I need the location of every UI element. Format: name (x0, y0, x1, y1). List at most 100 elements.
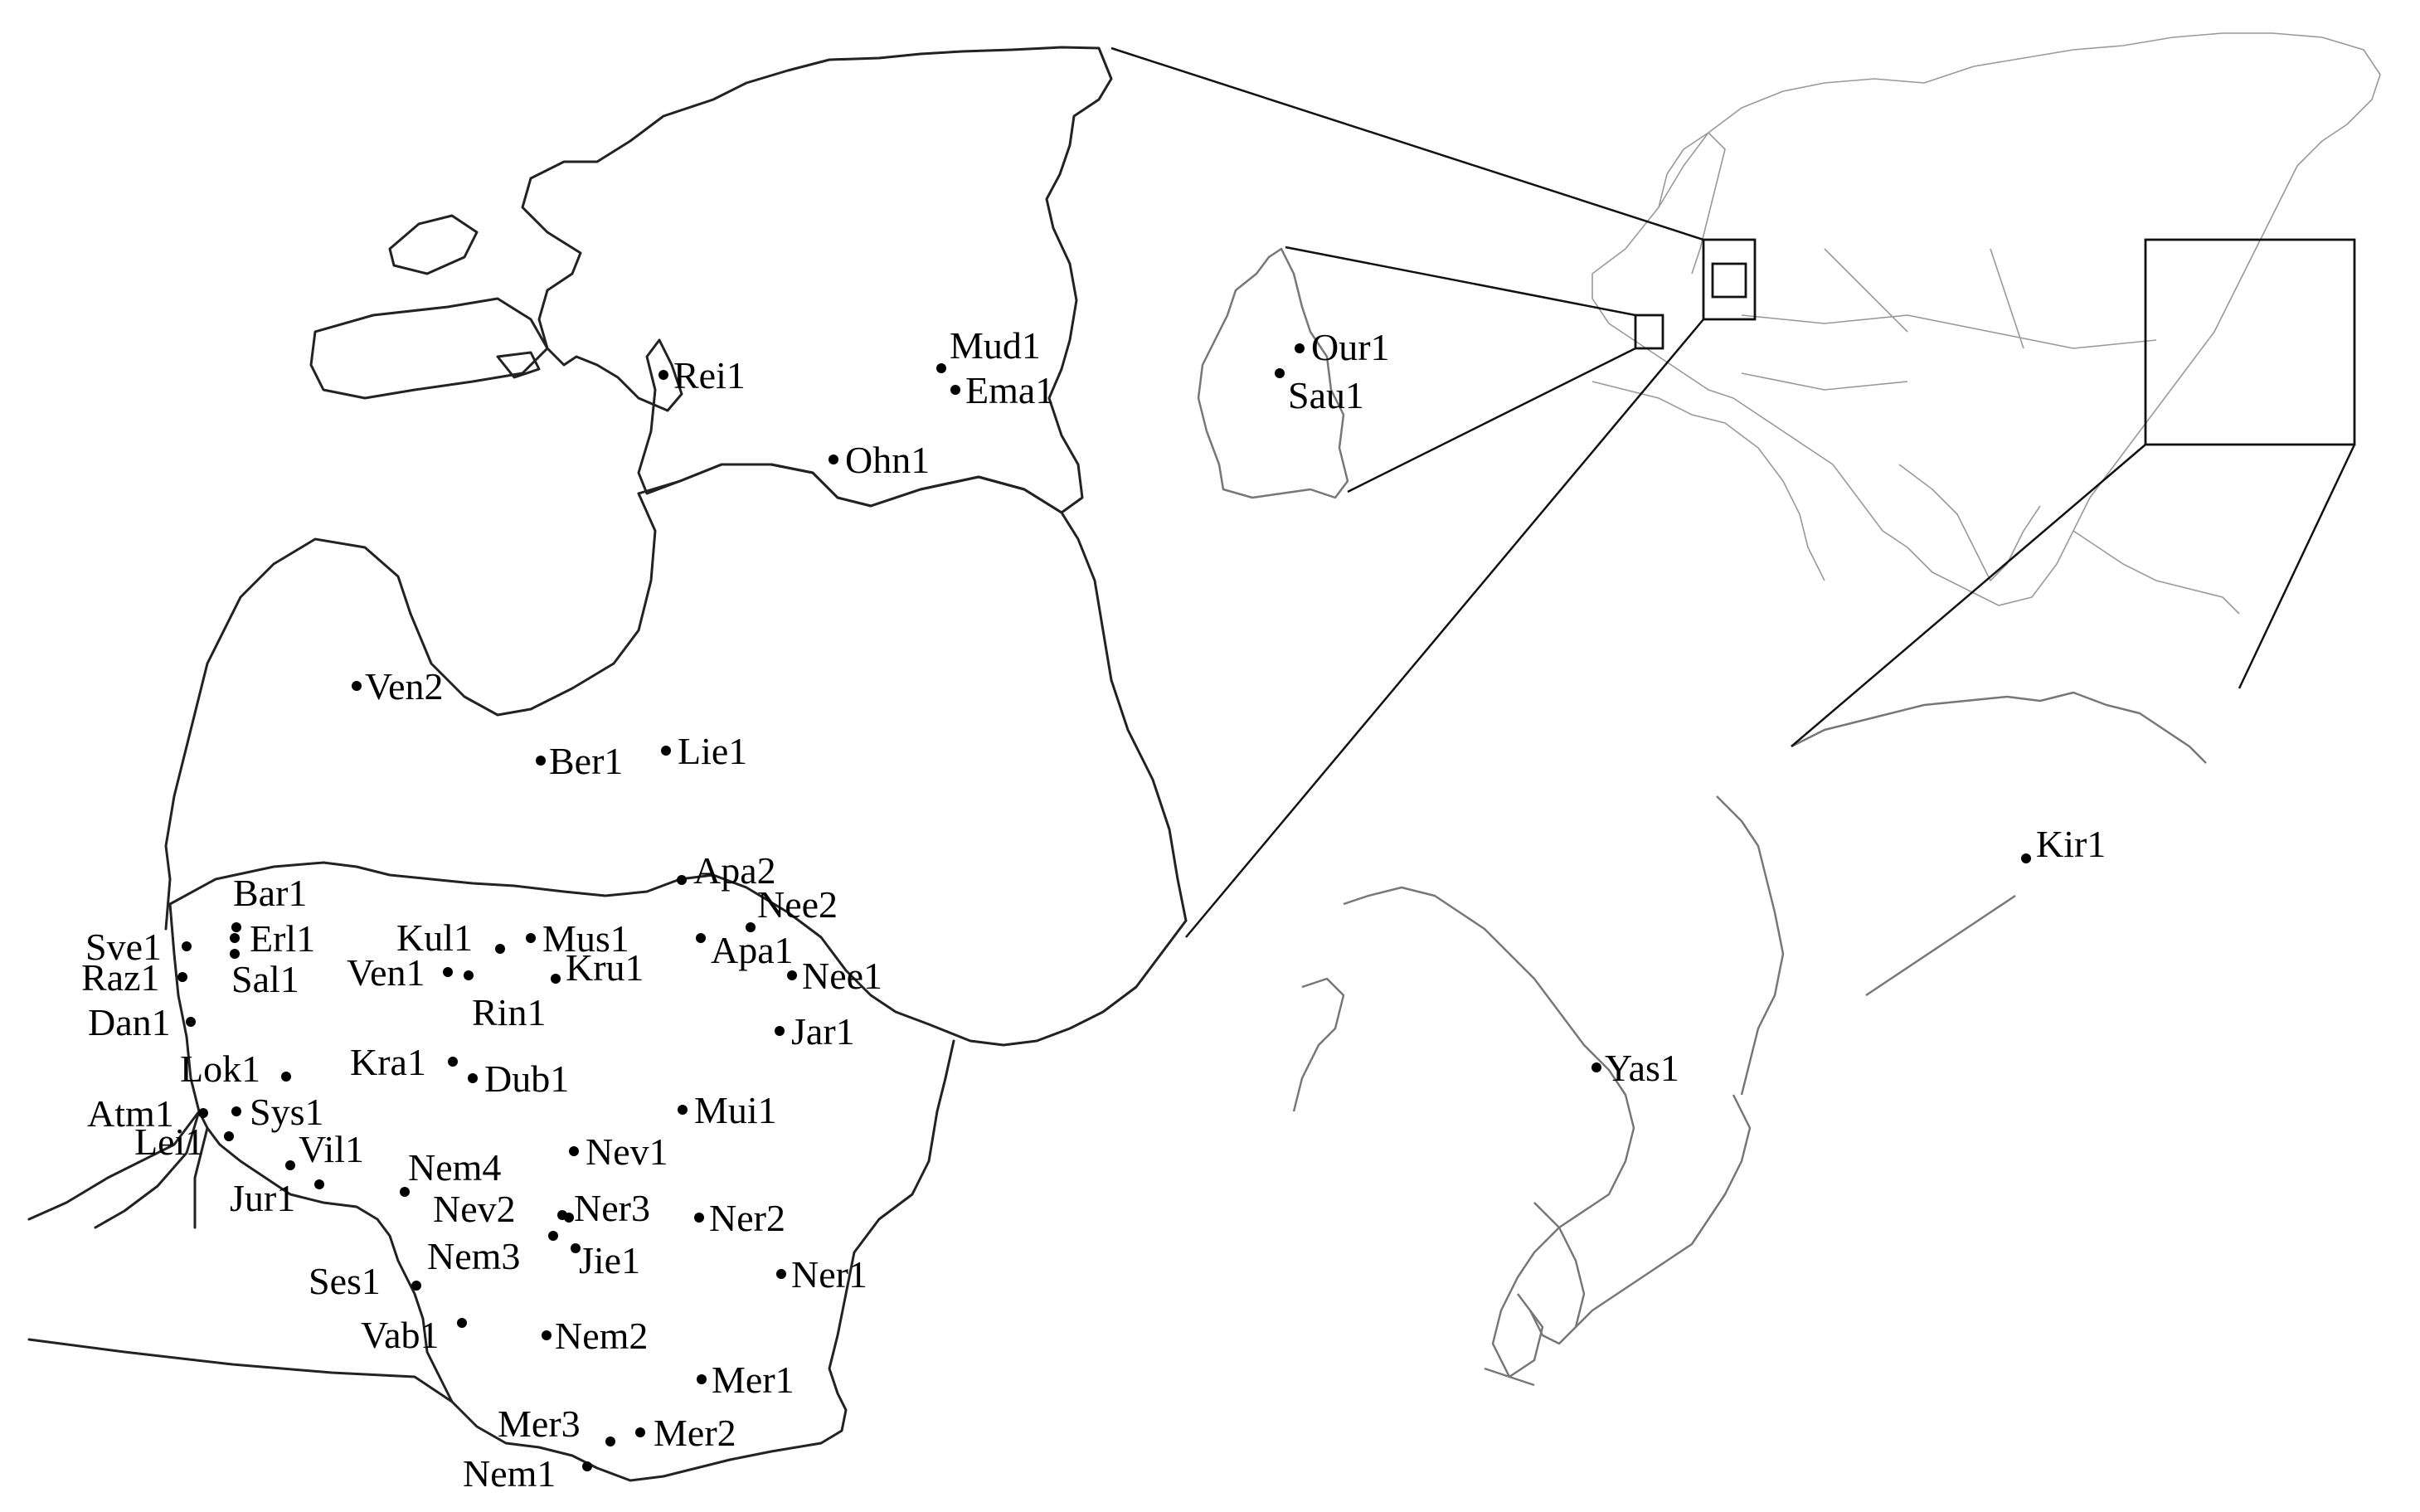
site-label-nem3: Nem3 (427, 1235, 520, 1277)
site-label-nev1: Nev1 (586, 1130, 668, 1173)
site-label-vab1: Vab1 (361, 1314, 440, 1356)
site-label-apa2: Apa2 (693, 849, 776, 892)
leader-baltic-bottom (1185, 318, 1704, 938)
latvia-lithuania-border (168, 861, 1188, 1047)
far-east-inset (1292, 691, 2207, 1387)
site-label-vil1: Vil1 (299, 1128, 364, 1170)
luxembourg-border (1197, 247, 1349, 499)
site-marker-nem3 (548, 1231, 558, 1241)
site-marker-jar1 (775, 1026, 785, 1036)
site-marker-mui1 (678, 1105, 688, 1115)
site-marker-apa1 (696, 933, 706, 943)
site-marker-vab1 (457, 1318, 467, 1328)
site-marker-lie1 (661, 746, 671, 756)
site-label-ema1: Ema1 (965, 369, 1054, 411)
site-label-kra1: Kra1 (350, 1041, 426, 1083)
site-label-mer3: Mer3 (498, 1403, 581, 1445)
site-label-nee1: Nee1 (802, 955, 882, 997)
site-label-apa1: Apa1 (711, 929, 794, 971)
leader-fareast-left (1791, 444, 2146, 747)
leader-fareast-right (2238, 444, 2356, 689)
site-label-rei1: Rei1 (673, 354, 746, 396)
site-label-bar1: Bar1 (233, 872, 307, 914)
site-label-nem4: Nem4 (408, 1146, 501, 1189)
site-label-sal1: Sal1 (231, 958, 299, 1000)
japan-honshu (1575, 1094, 1752, 1328)
luxembourg-locator-box (1634, 314, 1664, 350)
site-label-sau1: Sau1 (1288, 374, 1364, 416)
site-label-kul1: Kul1 (396, 916, 473, 959)
site-label-mui1: Mui1 (694, 1089, 777, 1131)
site-label-ohn1: Ohn1 (845, 439, 930, 481)
site-label-kir1: Kir1 (2036, 823, 2106, 865)
sakhalin-coast (1716, 795, 1785, 1096)
site-marker-raz1 (177, 972, 187, 982)
site-marker-lei1 (224, 1131, 234, 1141)
site-label-dub1: Dub1 (484, 1057, 569, 1100)
small-island (496, 351, 541, 379)
site-marker-mer2 (635, 1427, 645, 1437)
site-label-mer1: Mer1 (712, 1359, 795, 1401)
site-marker-nem4 (400, 1187, 410, 1197)
leader-lux-top (1285, 246, 1636, 317)
eurasia-outline (1591, 32, 2381, 606)
site-marker-sve1 (182, 941, 192, 951)
site-marker-ner3 (564, 1213, 574, 1223)
site-marker-mer1 (697, 1374, 707, 1384)
site-marker-nem1 (582, 1461, 592, 1471)
site-label-our1: Our1 (1311, 326, 1390, 368)
japan-south (1484, 1293, 1544, 1378)
far-east-locator-box (2144, 238, 2356, 446)
site-marker-ber1 (536, 756, 546, 766)
site-marker-our1 (1295, 343, 1305, 353)
site-marker-kir1 (2021, 853, 2031, 863)
site-label-kru1: Kru1 (566, 946, 644, 989)
india-outline (1898, 464, 2041, 581)
site-marker-lok1 (281, 1072, 291, 1082)
site-label-ven1: Ven1 (347, 951, 425, 994)
curonian-lagoon (193, 1126, 209, 1229)
site-label-ber1: Ber1 (549, 740, 623, 782)
site-label-yas1: Yas1 (1605, 1047, 1679, 1089)
site-label-jur1: Jur1 (230, 1177, 295, 1219)
se-asia-islands (2073, 530, 2240, 615)
site-marker-jur1 (314, 1179, 324, 1189)
site-marker-dub1 (468, 1073, 478, 1083)
site-label-ner1: Ner1 (791, 1253, 867, 1296)
site-label-nem1: Nem1 (463, 1452, 556, 1495)
site-label-mud1: Mud1 (950, 324, 1041, 367)
lithuania-border (168, 902, 955, 1482)
site-label-ses1: Ses1 (309, 1260, 381, 1302)
site-label-atm1: Atm1 (87, 1092, 174, 1135)
site-marker-rei1 (658, 370, 668, 380)
luxembourg-inset (1197, 247, 1349, 499)
site-marker-dan1 (186, 1017, 196, 1027)
site-label-erl1: Erl1 (250, 917, 315, 960)
site-label-nee2: Nee2 (757, 883, 838, 926)
site-label-ner3: Ner3 (574, 1187, 650, 1229)
site-marker-kul1 (495, 944, 505, 954)
site-marker-ner1 (776, 1269, 786, 1279)
estonia-border (521, 46, 1113, 514)
site-marker-bar1 (231, 922, 241, 932)
site-label-nem2: Nem2 (555, 1315, 648, 1357)
kuril-islands (1865, 894, 2016, 997)
mainland-coast (1343, 886, 1635, 1387)
site-marker-nem2 (542, 1330, 552, 1340)
site-marker-yas1 (1591, 1062, 1601, 1072)
scandinavia-outline (1658, 132, 1726, 275)
site-marker-mud1 (936, 363, 946, 373)
site-marker-ses1 (411, 1281, 421, 1291)
site-marker-mer3 (605, 1437, 615, 1446)
site-label-mer2: Mer2 (654, 1412, 736, 1454)
kamchatka-coast (1791, 691, 2207, 764)
site-marker-sal1 (230, 949, 240, 959)
site-marker-erl1 (230, 933, 240, 943)
site-label-lei1: Lei1 (134, 1121, 204, 1163)
mainland-west (1292, 977, 1345, 1112)
saaremaa-island (309, 297, 549, 400)
interior-borders (1741, 248, 2157, 391)
site-marker-mus1 (526, 933, 536, 943)
